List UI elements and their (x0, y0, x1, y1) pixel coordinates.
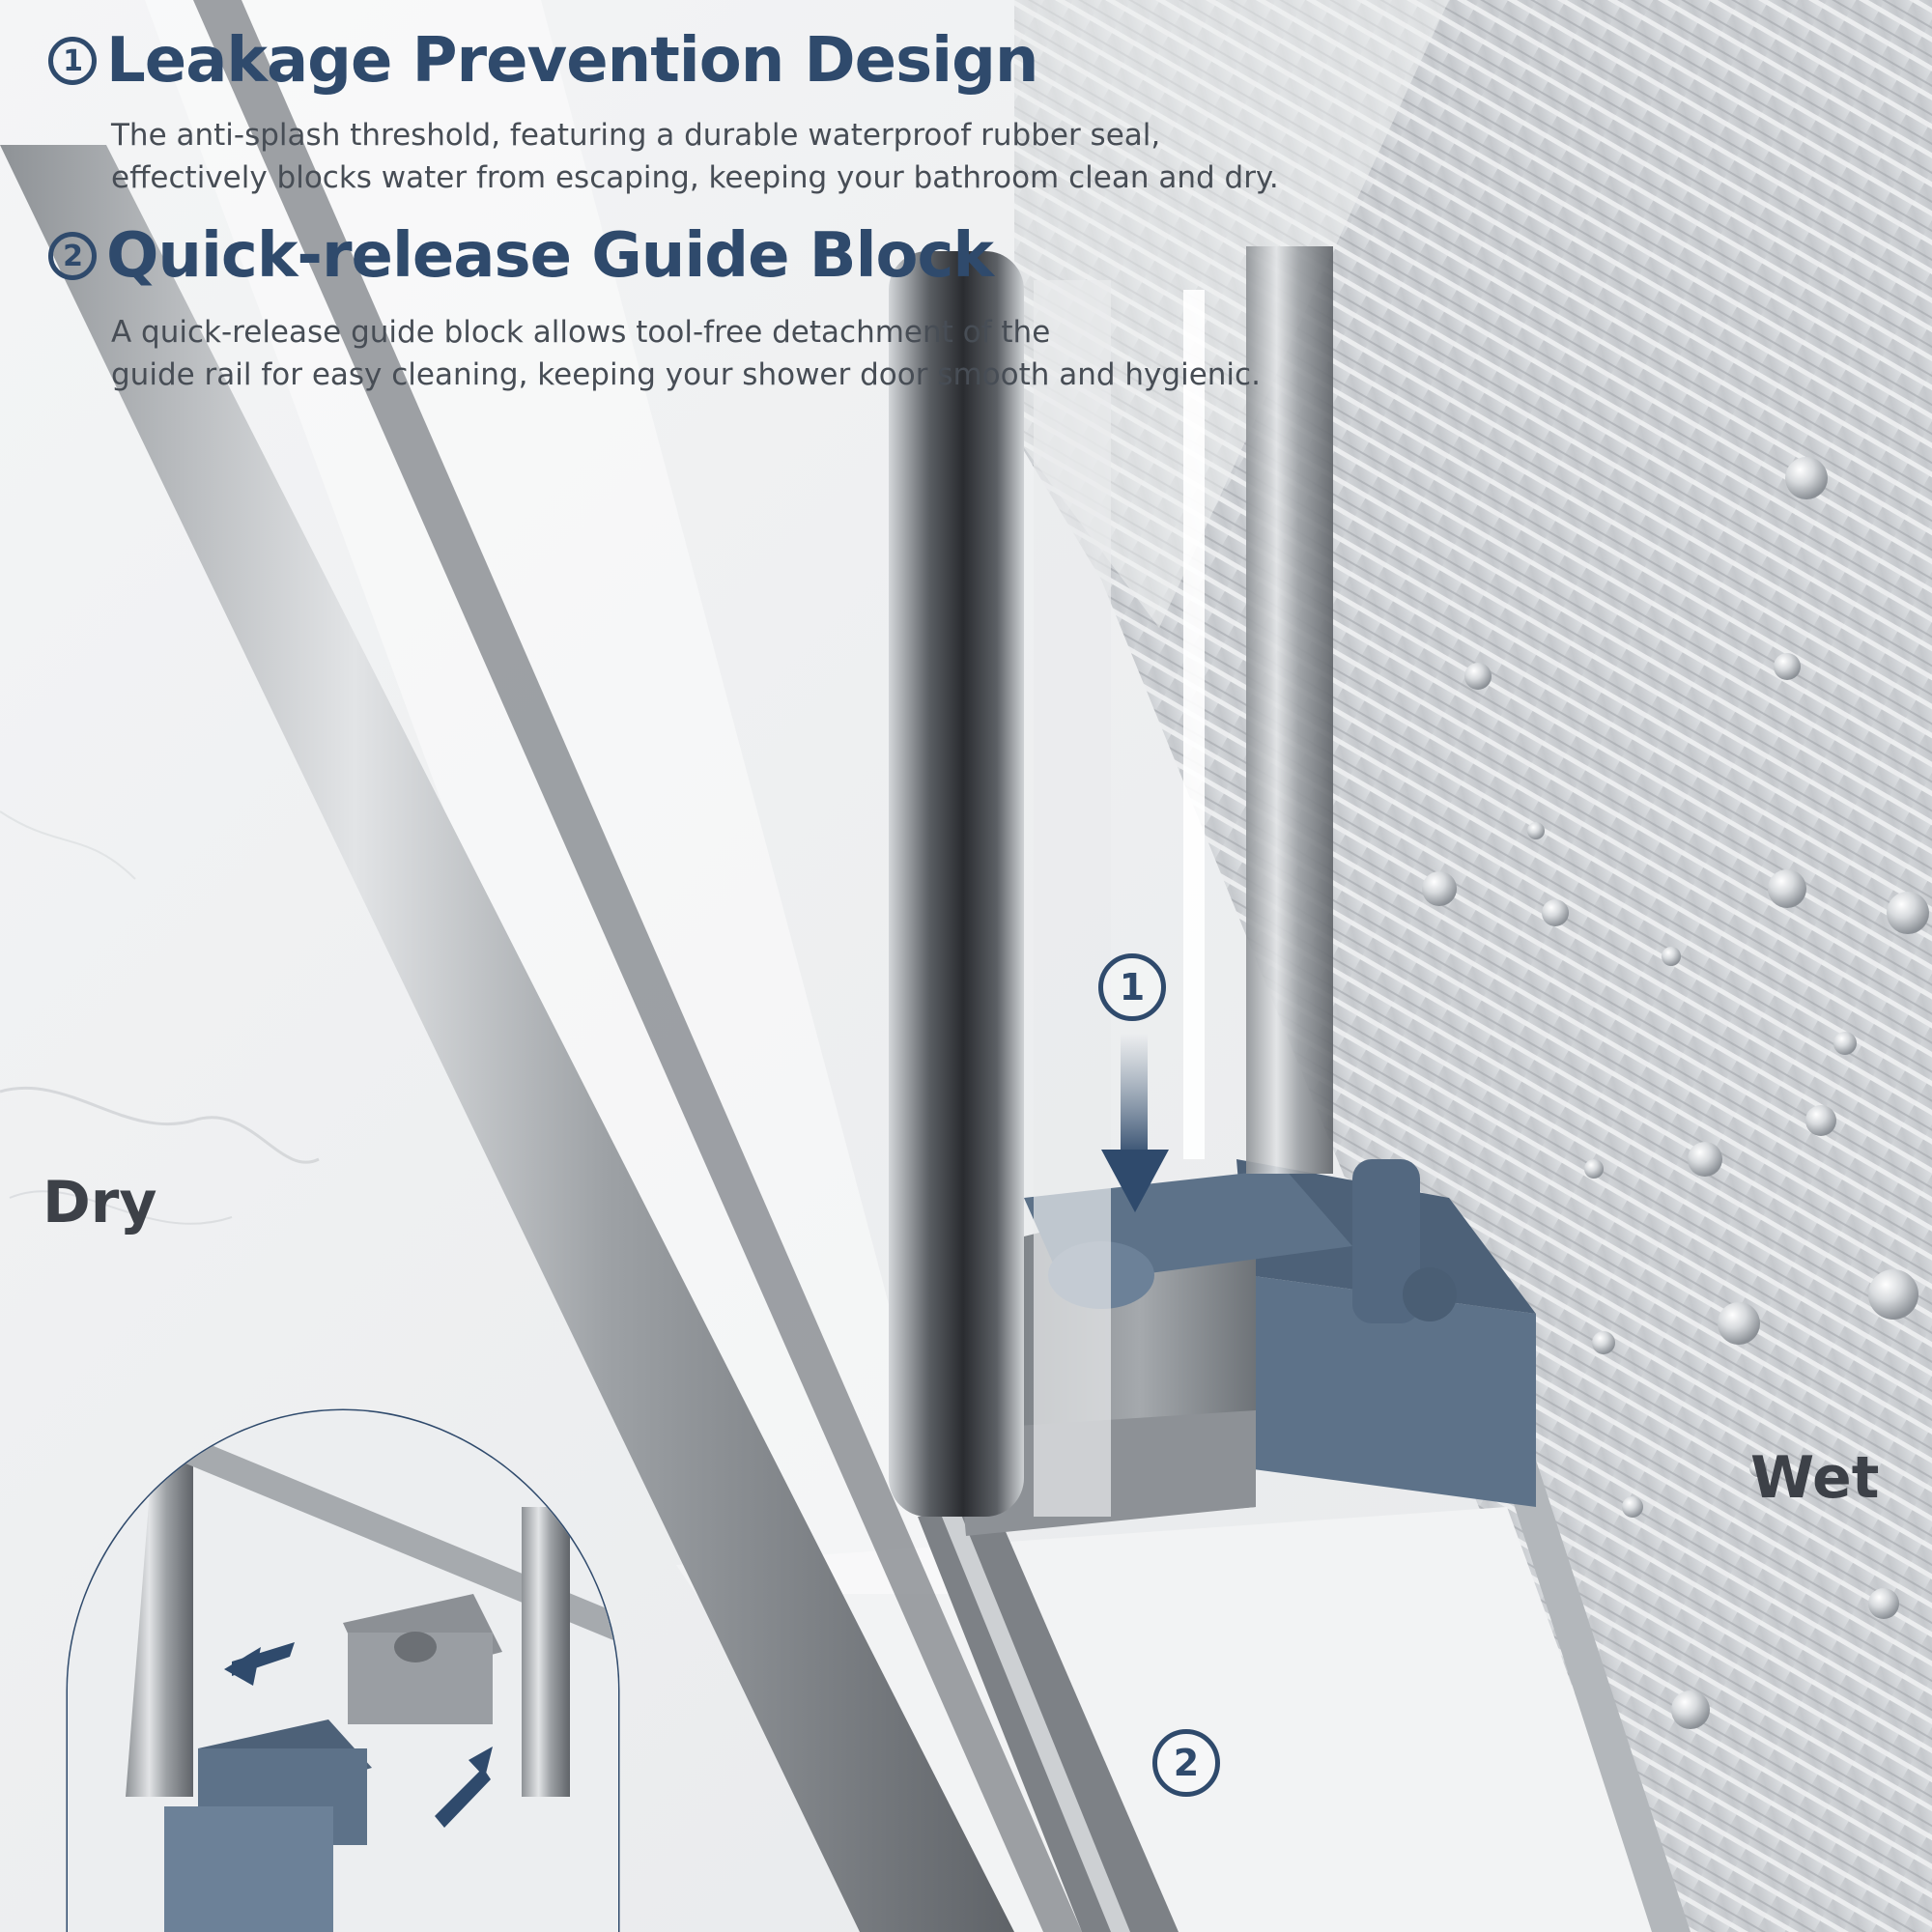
frame-rail-outer (0, 145, 1014, 1932)
threshold-seal (1246, 1275, 1536, 1507)
bottom-track-highlight (942, 1515, 1130, 1932)
feature-2-number-badge: 2 (48, 232, 97, 280)
callout-marker-1: 1 (1098, 953, 1166, 1021)
door-post-glass (1034, 280, 1111, 1517)
seal-clip-knob (1403, 1267, 1457, 1321)
feature-1-description: The anti-splash threshold, featuring a d… (111, 114, 1463, 199)
feature-2-description-line: guide rail for easy cleaning, keeping yo… (111, 357, 1261, 392)
feature-2-description-line: A quick-release guide block allows tool-… (111, 315, 1051, 350)
inset-detail-illustration (68, 1410, 618, 1932)
dry-zone-label: Dry (43, 1169, 157, 1236)
down-arrow-head (1101, 1150, 1169, 1212)
water-droplets (1422, 457, 1929, 1729)
feature-1-title-text: Leakage Prevention Design (106, 25, 1038, 97)
marble-vein (0, 810, 136, 880)
feature-1-description-line: The anti-splash threshold, featuring a d… (111, 118, 1161, 153)
feature-2-description: A quick-release guide block allows tool-… (111, 311, 1463, 396)
door-post-dark (889, 251, 1024, 1517)
callout-marker-2: 2 (1152, 1729, 1220, 1797)
marble-vein (0, 1086, 320, 1164)
feature-1-description-line: effectively blocks water from escaping, … (111, 160, 1279, 195)
feature-2-title: 2 Quick-release Guide Block (48, 220, 994, 292)
down-arrow-shaft (1121, 1034, 1148, 1159)
textured-tile-wall (1014, 0, 1932, 1932)
feature-1-title: 1 Leakage Prevention Design (48, 25, 1038, 97)
frame-rail-inner (193, 0, 1082, 1932)
wet-zone-label: Wet (1750, 1444, 1880, 1512)
door-post-light (1246, 246, 1333, 1174)
feature-1-number-badge: 1 (48, 37, 97, 85)
door-post-light-edge (1183, 290, 1205, 1159)
tile-wall-fade (1014, 0, 1449, 628)
marble-vein (9, 1190, 233, 1225)
feature-2-title-text: Quick-release Guide Block (106, 220, 994, 292)
seal-clip (1352, 1159, 1420, 1323)
